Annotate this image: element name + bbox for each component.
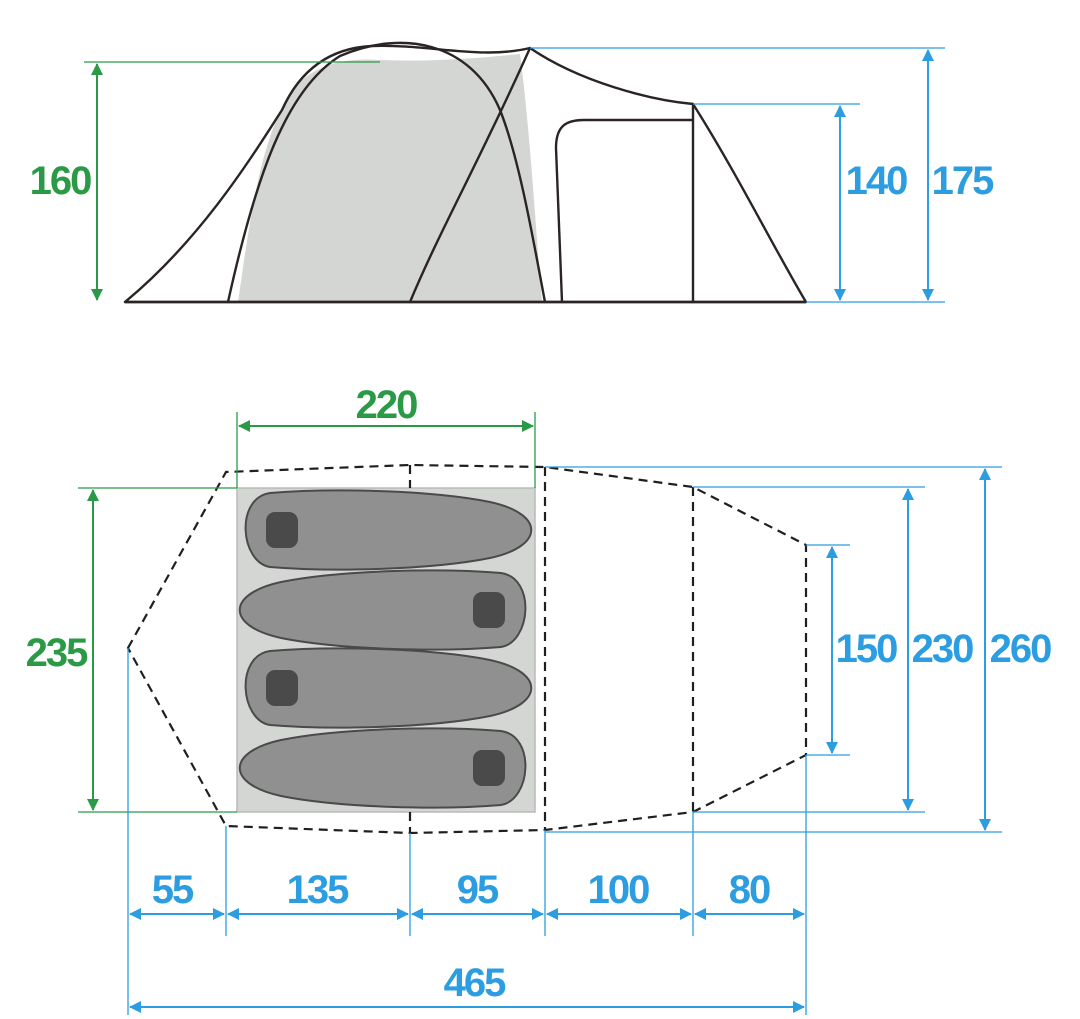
vestibule-width-label: 230: [912, 627, 973, 671]
sleeping-bag-icon: [238, 727, 527, 809]
inner-length-label: 220: [356, 383, 417, 427]
inner-height-label: 160: [30, 159, 91, 203]
inner-tent-fill: [238, 54, 542, 302]
side-view: 160 140 175: [30, 41, 996, 304]
tent-fly-outline: [123, 44, 808, 304]
segment-label: 80: [729, 868, 770, 912]
side-door: [554, 118, 695, 304]
inner-width-label: 235: [26, 631, 88, 675]
cross-pole: [408, 46, 532, 304]
total-width-label: 260: [990, 627, 1051, 671]
sleeping-bag-icon: [238, 569, 527, 651]
total-height-label: 175: [932, 159, 994, 203]
total-length-label: 465: [444, 961, 506, 1005]
rear-height-label: 140: [846, 159, 907, 203]
fly-footprint: [126, 463, 808, 835]
sleeping-bag-icon: [244, 647, 533, 729]
segment-label: 100: [588, 868, 649, 912]
segment-label: 55: [152, 868, 194, 912]
segment-label: 135: [287, 868, 349, 912]
sleeping-bag-icon: [244, 489, 533, 571]
floor-plan: 220 235 150 230 260 55: [26, 383, 1053, 1015]
segment-label: 95: [457, 868, 499, 912]
rear-width-label: 150: [836, 627, 897, 671]
front-pole: [226, 41, 547, 304]
